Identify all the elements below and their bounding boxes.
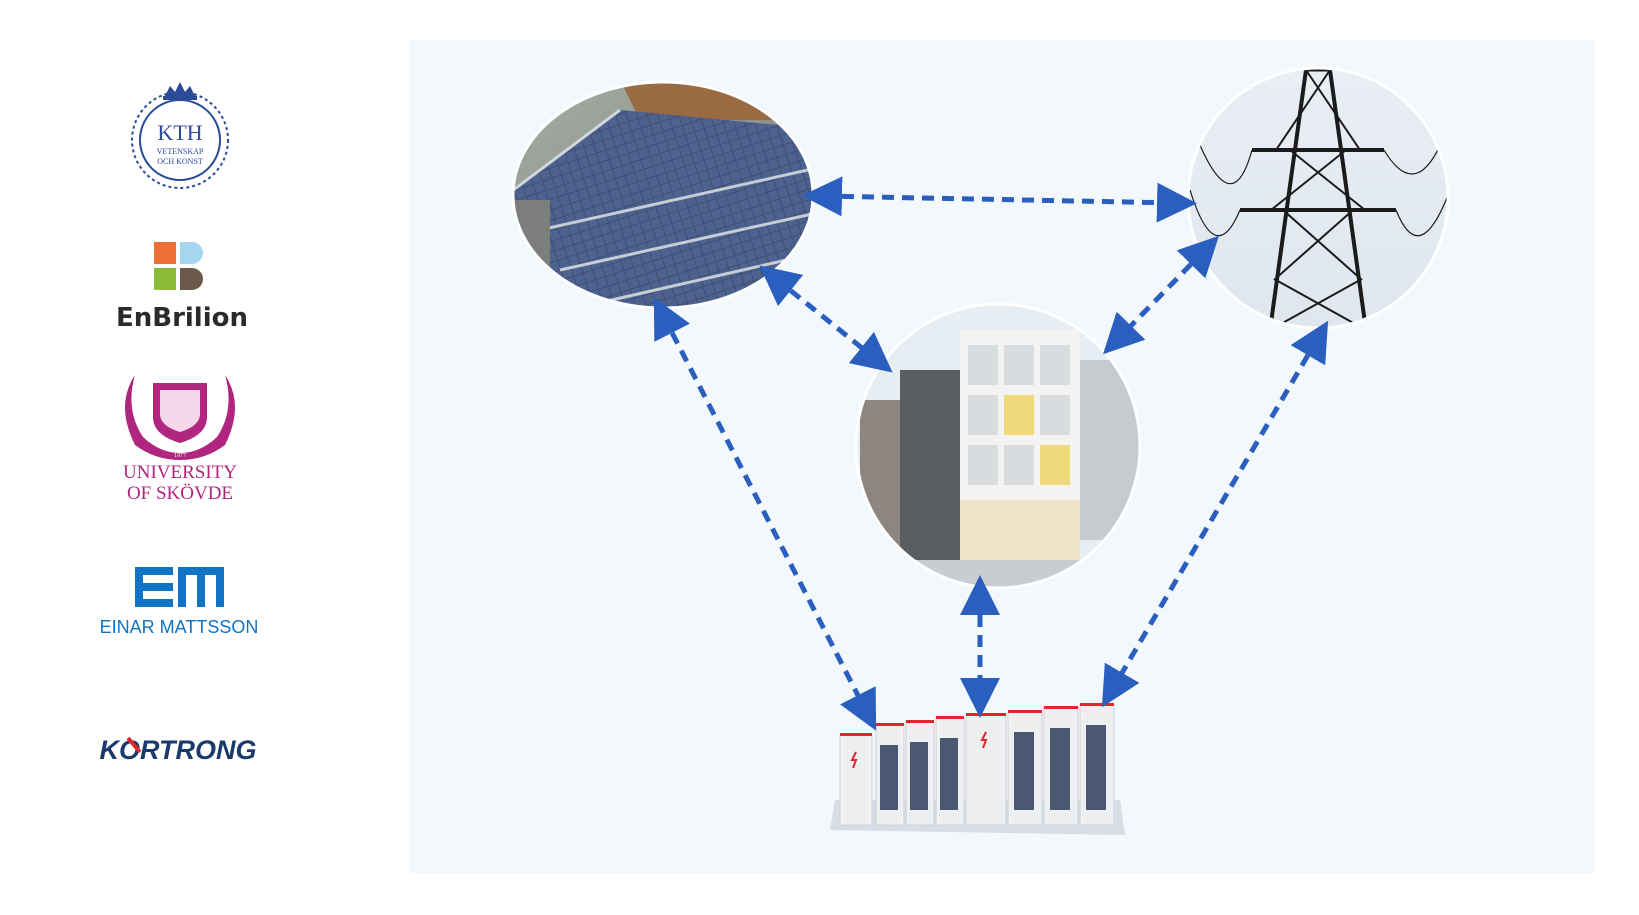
arrow-solar-storage xyxy=(653,297,877,731)
skovde-year: 1977 xyxy=(174,453,186,459)
kortrong-name: KORTRONG xyxy=(99,735,256,765)
einar-mattsson-logo: EINAR MATTSSON xyxy=(100,567,259,637)
solar-panels-image xyxy=(511,80,815,310)
kortrong-logo: KORTRONG xyxy=(99,735,256,765)
arrow-grid-storage xyxy=(1101,320,1329,708)
arrow-solar-building xyxy=(759,265,893,373)
connection-arrows xyxy=(653,176,1329,731)
arrow-solar-grid xyxy=(802,176,1197,223)
kth-logo: KTH VETENSKAP OCH KONST xyxy=(131,82,229,189)
kth-line1: VETENSKAP xyxy=(157,147,204,156)
enbrilion-logo: EnBrilion xyxy=(116,242,248,333)
einar-name: EINAR MATTSSON xyxy=(100,617,259,637)
enbrilion-name: EnBrilion xyxy=(116,303,248,333)
kth-line2: OCH KONST xyxy=(157,157,203,166)
battery-storage-image xyxy=(830,703,1125,835)
skovde-line1: UNIVERSITY xyxy=(123,462,237,483)
arrow-grid-building xyxy=(1103,235,1219,355)
kth-main-text: KTH xyxy=(157,120,202,145)
apartment-building-image xyxy=(854,302,1142,590)
skovde-logo: 1977 UNIVERSITY OF SKÖVDE xyxy=(123,375,237,504)
power-pylon-image xyxy=(1186,66,1450,330)
partner-logos: KTH VETENSKAP OCH KONST EnBrilion 1977 U… xyxy=(0,0,380,915)
skovde-line2: OF SKÖVDE xyxy=(127,483,233,504)
